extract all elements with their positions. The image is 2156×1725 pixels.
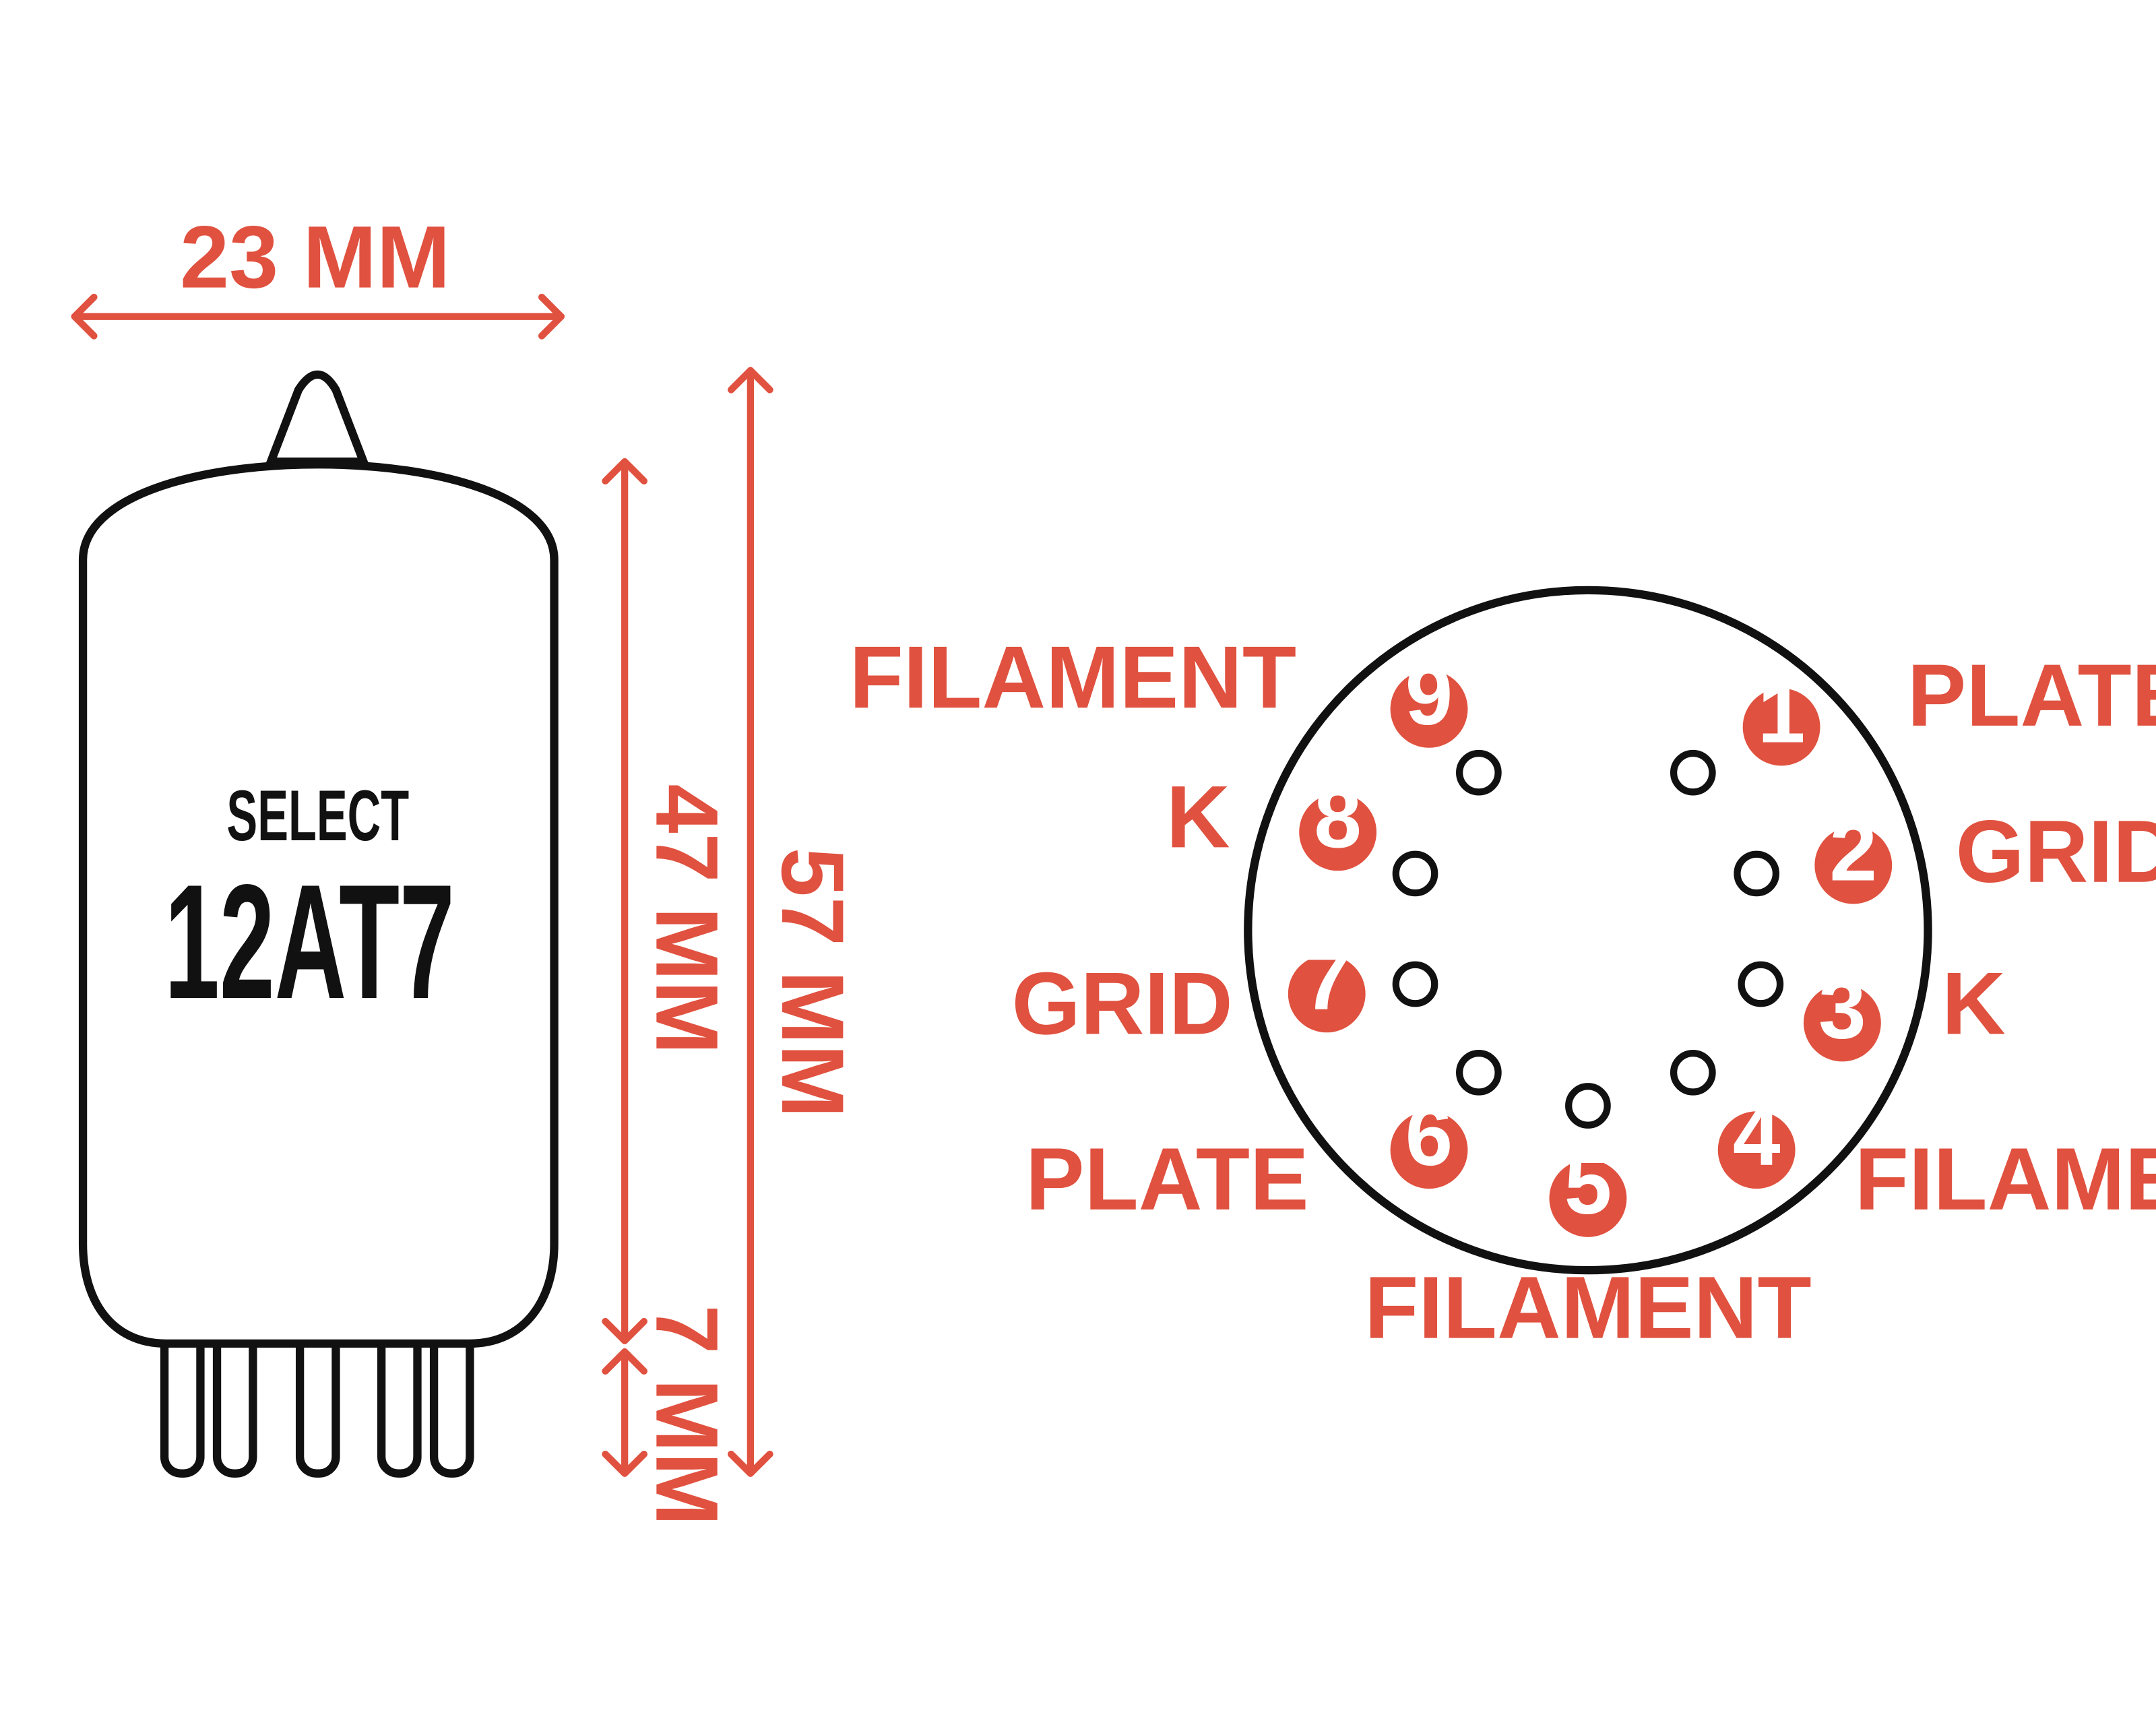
pin-hole-6 [1456,1049,1502,1096]
pin-label-6: PLATE [1025,1129,1309,1228]
pin-hole-9 [1456,749,1502,796]
svg-text:4: 4 [1733,1088,1781,1183]
pin-hole-8 [1392,850,1438,897]
pin-badge-1: 1 [1742,665,1820,766]
pin-hole-2 [1734,850,1780,897]
pin-badge-4: 4 [1717,1088,1796,1189]
pin-label-3: K [1942,953,2006,1053]
pinout-base: 1 PLATE 2 GRID 3 K 4 FILAMENT 5 FILAMENT [850,586,2156,1357]
pin-label-9: FILAMENT [850,627,1297,726]
tube-drawing: SELECT 12AT7 [78,370,559,1478]
tube-pin [212,1325,257,1478]
svg-text:2: 2 [1829,803,1877,899]
tube-brand: SELECT [226,775,409,856]
pin-label-7: GRID [1012,953,1233,1053]
pin-badge-9: 9 [1390,647,1468,748]
pin-hole-1 [1670,749,1716,796]
svg-text:5: 5 [1564,1136,1612,1232]
svg-text:1: 1 [1758,665,1806,761]
tube-envelope [78,460,559,1348]
svg-text:8: 8 [1314,770,1362,865]
dimension-total-height: 57 MM [728,367,862,1477]
pin-hole-5 [1565,1083,1611,1129]
svg-text:9: 9 [1405,647,1453,743]
pin-label-4: FILAMENT [1855,1129,2156,1228]
dimension-body-height: 47 MM [602,458,736,1344]
dimension-pin-length: 7 MM [602,1305,736,1526]
socket-outline [1244,586,1932,1275]
pin-label-2: GRID [1956,802,2156,901]
pin-hole-3 [1738,961,1784,1007]
pin-badge-6: 6 [1390,1088,1468,1189]
pin-hole-4 [1670,1049,1716,1096]
pin-label-5: FILAMENT [1364,1258,1812,1357]
svg-text:7: 7 [1303,931,1351,1027]
dimension-body-height-label: 47 MM [637,784,736,1055]
svg-text:6: 6 [1405,1088,1453,1183]
pin-badge-2: 2 [1814,803,1893,904]
dimension-total-height-label: 57 MM [763,848,862,1118]
tube-pin [295,1325,340,1478]
dimension-pin-length-label: 7 MM [637,1305,736,1526]
tube-exhaust-tip [265,370,370,466]
pin-hole-7 [1392,961,1438,1007]
dimension-width: 23 MM [71,208,565,340]
tube-pin [377,1325,422,1478]
pin-badge-3: 3 [1803,961,1881,1062]
pin-badge-7: 7 [1288,931,1366,1033]
pin-label-8: K [1166,767,1230,866]
pin-badge-8: 8 [1299,770,1377,871]
tube-pin [160,1325,205,1478]
tube-pin [429,1325,474,1478]
svg-text:3: 3 [1818,961,1866,1057]
pin-badge-5: 5 [1549,1136,1627,1237]
dimension-width-label: 23 MM [180,208,450,307]
tube-model: 12AT7 [164,851,455,1033]
pin-label-1: PLATE [1907,646,2156,745]
